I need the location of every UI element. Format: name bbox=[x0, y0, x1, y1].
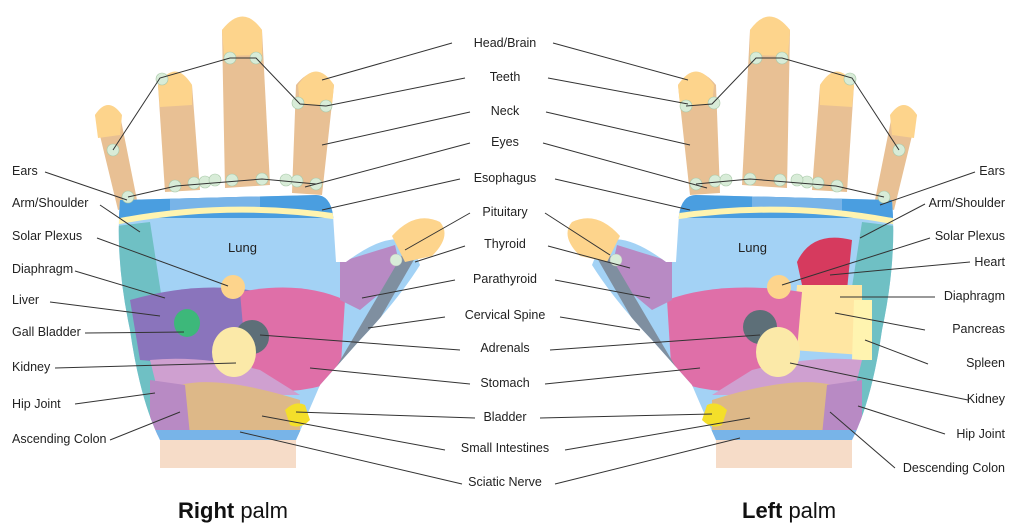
label-ears-right: Ears bbox=[12, 164, 38, 178]
left-palm-title: Left palm bbox=[742, 498, 836, 523]
label-parathyroid: Parathyroid bbox=[473, 272, 537, 286]
label-teeth: Teeth bbox=[490, 70, 521, 84]
label-small-intestines: Small Intestines bbox=[461, 441, 549, 455]
leader-line bbox=[310, 368, 470, 384]
label-head-brain: Head/Brain bbox=[474, 36, 537, 50]
leader-line bbox=[322, 43, 452, 80]
label-spleen: Spleen bbox=[966, 356, 1005, 370]
label-heart: Heart bbox=[974, 255, 1005, 269]
right-palm-title: Right palm bbox=[178, 498, 288, 523]
label-ears-left: Ears bbox=[979, 164, 1005, 178]
label-arm-shoulder-left: Arm/Shoulder bbox=[929, 196, 1005, 210]
label-hip-joint-left: Hip Joint bbox=[956, 427, 1005, 441]
label-diaphragm-left: Diaphragm bbox=[944, 289, 1005, 303]
label-kidney-left: Kidney bbox=[967, 392, 1006, 406]
right-solar-plexus-dot bbox=[221, 275, 245, 299]
label-neck: Neck bbox=[491, 104, 520, 118]
label-gall-bladder: Gall Bladder bbox=[12, 325, 81, 339]
leader-line bbox=[368, 317, 445, 328]
right-palm-illustration bbox=[95, 17, 445, 469]
label-diaphragm-right: Diaphragm bbox=[12, 262, 73, 276]
leader-line bbox=[326, 78, 465, 106]
label-liver: Liver bbox=[12, 293, 39, 307]
label-thyroid: Thyroid bbox=[484, 237, 526, 251]
label-adrenals: Adrenals bbox=[480, 341, 529, 355]
right-lung-label: Lung bbox=[228, 240, 257, 255]
leader-line bbox=[545, 368, 700, 384]
leader-line bbox=[548, 78, 688, 104]
label-hip-joint-right: Hip Joint bbox=[12, 397, 61, 411]
right-palm-side-labels: Ears Arm/Shoulder Solar Plexus Diaphragm… bbox=[12, 164, 107, 446]
right-gall-bladder bbox=[174, 309, 200, 337]
label-sciatic-nerve: Sciatic Nerve bbox=[468, 475, 542, 489]
right-kidney bbox=[212, 327, 256, 377]
leader-line bbox=[305, 143, 470, 187]
label-solar-plexus-right: Solar Plexus bbox=[12, 229, 82, 243]
right-palm-title-bold: Right bbox=[178, 498, 235, 523]
left-palm-side-labels: Ears Arm/Shoulder Solar Plexus Heart Dia… bbox=[903, 164, 1006, 475]
leader-line bbox=[858, 406, 945, 434]
leader-line bbox=[75, 393, 155, 404]
leader-line bbox=[546, 112, 690, 145]
label-arm-shoulder-right: Arm/Shoulder bbox=[12, 196, 88, 210]
label-pancreas: Pancreas bbox=[952, 322, 1005, 336]
left-palm-title-bold: Left bbox=[742, 498, 783, 523]
label-pituitary: Pituitary bbox=[482, 205, 528, 219]
leader-line bbox=[322, 112, 470, 145]
left-lung-label: Lung bbox=[738, 240, 767, 255]
label-cervical-spine: Cervical Spine bbox=[465, 308, 546, 322]
leader-line bbox=[540, 414, 712, 418]
leader-line bbox=[553, 43, 688, 80]
label-stomach: Stomach bbox=[480, 376, 529, 390]
left-palm-title-rest: palm bbox=[782, 498, 836, 523]
leader-line bbox=[555, 438, 740, 484]
leader-line bbox=[543, 143, 707, 188]
right-palm-title-rest: palm bbox=[234, 498, 288, 523]
label-descending-colon: Descending Colon bbox=[903, 461, 1005, 475]
leader-line bbox=[296, 412, 475, 418]
center-labels: Head/Brain Teeth Neck Eyes Esophagus Pit… bbox=[461, 36, 549, 489]
leader-line bbox=[555, 179, 690, 210]
leader-line bbox=[322, 179, 460, 210]
label-bladder: Bladder bbox=[483, 410, 526, 424]
label-kidney-right: Kidney bbox=[12, 360, 51, 374]
label-ascending-colon: Ascending Colon bbox=[12, 432, 107, 446]
label-eyes: Eyes bbox=[491, 135, 519, 149]
label-esophagus: Esophagus bbox=[474, 171, 537, 185]
leader-line bbox=[560, 317, 640, 330]
label-solar-plexus-left: Solar Plexus bbox=[935, 229, 1005, 243]
